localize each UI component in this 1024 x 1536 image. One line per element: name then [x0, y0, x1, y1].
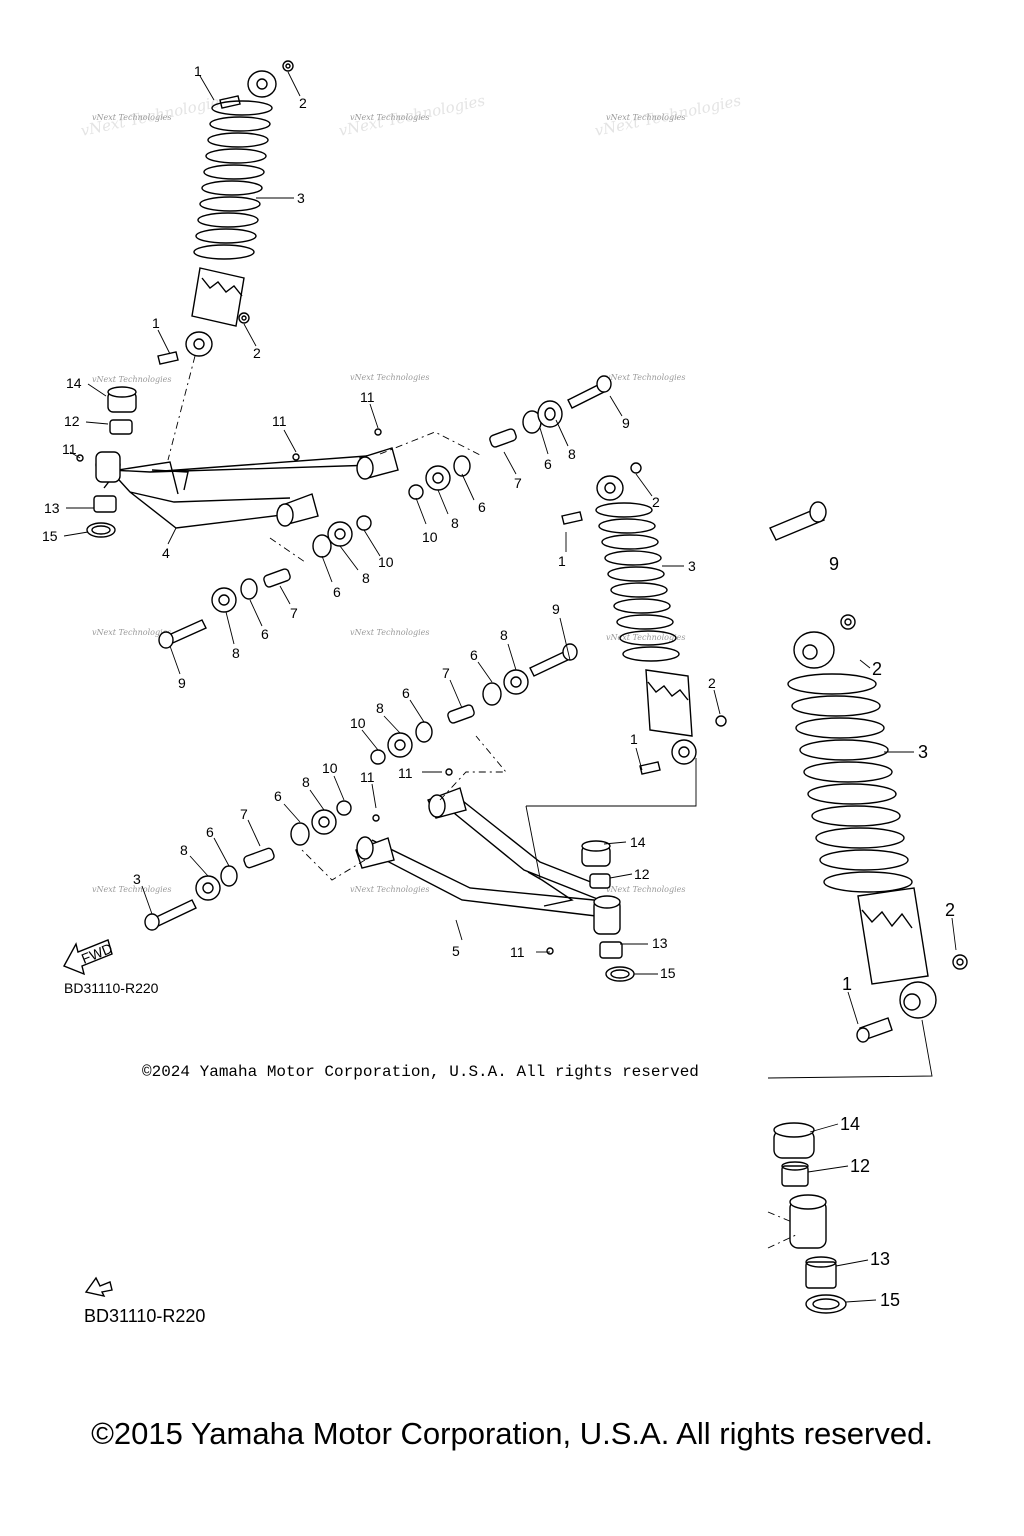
callout-12: 12 — [64, 413, 80, 429]
shock-absorber-upper-left — [157, 60, 294, 365]
callout-15: 15 — [880, 1290, 900, 1310]
watermark: vNext Technologies — [350, 113, 429, 122]
callout-3: 3 — [688, 558, 696, 574]
callout-9: 9 — [622, 415, 630, 431]
lower-a-arm — [355, 768, 635, 982]
callout-3: 3 — [133, 871, 141, 887]
callout-5: 5 — [452, 943, 460, 959]
watermark: vNext Technologies — [606, 633, 685, 642]
callout-1: 1 — [630, 731, 638, 747]
callout-14: 14 — [840, 1114, 860, 1134]
callout-13: 13 — [870, 1249, 890, 1269]
callout-12: 12 — [634, 866, 650, 882]
callout-13: 13 — [652, 935, 668, 951]
upper-a-arm — [76, 386, 399, 538]
callout-2: 2 — [299, 95, 307, 111]
partial-arrow-icon — [84, 1276, 113, 1298]
callout-6: 6 — [478, 499, 486, 515]
callout-15: 15 — [42, 528, 58, 544]
assembly-lines — [167, 355, 933, 1079]
callout-8: 8 — [362, 570, 370, 586]
coil-spring — [193, 100, 273, 260]
callout-8: 8 — [232, 645, 240, 661]
callout-10: 10 — [322, 760, 338, 776]
callout-10: 10 — [350, 715, 366, 731]
callout-8: 8 — [376, 700, 384, 716]
callout-1: 1 — [842, 974, 852, 994]
callout-8: 8 — [180, 842, 188, 858]
callout-11: 11 — [360, 769, 375, 785]
callout-10: 10 — [378, 554, 394, 570]
copyright-notice-inline: ©2024 Yamaha Motor Corporation, U.S.A. A… — [142, 1063, 699, 1081]
watermark: vNext Technologies — [92, 885, 171, 894]
callout-11: 11 — [360, 389, 375, 405]
callout-6: 6 — [333, 584, 341, 600]
callout-2: 2 — [253, 345, 261, 361]
watermark: vNext Technologies — [350, 628, 429, 637]
bushing-stack-large-right — [767, 1122, 847, 1314]
coil-spring — [787, 673, 913, 893]
upper-arm-hardware — [158, 375, 612, 649]
callout-9: 9 — [552, 601, 560, 617]
callout-2: 2 — [945, 900, 955, 920]
callout-1: 1 — [152, 315, 160, 331]
callout-8: 8 — [451, 515, 459, 531]
watermark: vNext Technologies — [350, 373, 429, 382]
fwd-arrow-label: FWD — [79, 940, 115, 967]
copyright-notice: ©2015 Yamaha Motor Corporation, U.S.A. A… — [91, 1416, 933, 1451]
reference-code-large: BD31110-R220 — [84, 1306, 206, 1326]
callout-6: 6 — [261, 626, 269, 642]
callout-6: 6 — [206, 824, 214, 840]
callout-6: 6 — [470, 647, 478, 663]
watermark: vNext Technologies — [606, 885, 685, 894]
callout-8: 8 — [568, 446, 576, 462]
coil-spring — [595, 502, 680, 662]
callout-3: 3 — [918, 742, 928, 762]
watermark: vNext Technologies — [92, 113, 171, 122]
watermark: vNext Technologies — [606, 113, 685, 122]
callout-4: 4 — [162, 545, 170, 561]
shock-absorber-large-right — [769, 501, 968, 1043]
callout-11: 11 — [510, 944, 525, 960]
callout-8: 8 — [500, 627, 508, 643]
watermark: vNext Technologies — [350, 885, 429, 894]
callout-7: 7 — [442, 665, 450, 681]
callout-10: 10 — [422, 529, 438, 545]
callout-8: 8 — [302, 774, 310, 790]
watermark: vNext Technologies — [92, 375, 171, 384]
callout-6: 6 — [402, 685, 410, 701]
callout-numbers: 1 2 3 1 2 14 12 11 13 15 4 11 11 9 6 8 7… — [42, 63, 955, 1310]
leader-lines — [63, 71, 957, 1303]
callout-3: 3 — [297, 190, 305, 206]
callout-9: 9 — [178, 675, 186, 691]
callout-1: 1 — [558, 553, 566, 569]
callout-2: 2 — [652, 494, 660, 510]
callout-14: 14 — [630, 834, 646, 850]
fwd-arrow: FWD — [63, 939, 115, 976]
callout-11: 11 — [398, 765, 413, 781]
callout-13: 13 — [44, 500, 60, 516]
callout-7: 7 — [290, 605, 298, 621]
callout-7: 7 — [240, 806, 248, 822]
callout-1: 1 — [194, 63, 202, 79]
watermark: vNext Technologies — [92, 628, 171, 637]
lower-arm-hardware — [144, 643, 578, 931]
callout-2: 2 — [872, 659, 882, 679]
callout-7: 7 — [514, 475, 522, 491]
callout-6: 6 — [274, 788, 282, 804]
callout-11: 11 — [62, 441, 77, 457]
callout-15: 15 — [660, 965, 676, 981]
callout-11: 11 — [272, 413, 287, 429]
callout-6: 6 — [544, 456, 552, 472]
callout-9: 9 — [829, 554, 839, 574]
callout-14: 14 — [66, 375, 82, 391]
callout-2: 2 — [708, 675, 716, 691]
watermark: vNext Technologies — [606, 373, 685, 382]
reference-code: BD31110-R220 — [64, 980, 159, 996]
shock-absorber-middle — [561, 462, 727, 775]
callout-12: 12 — [850, 1156, 870, 1176]
